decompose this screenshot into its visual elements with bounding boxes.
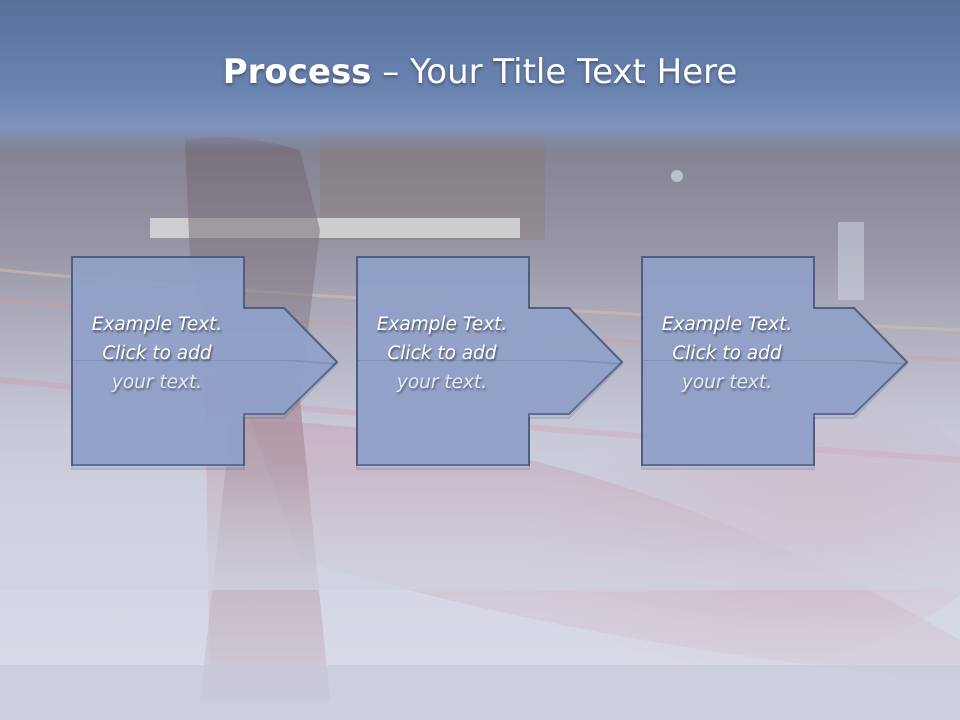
title-band <box>0 0 960 150</box>
step-box-arrow-shape <box>71 256 339 466</box>
reflection-fade <box>0 470 960 590</box>
step-2-reflection <box>356 360 625 470</box>
step-text-line-2: Click to add <box>102 343 212 364</box>
process-step-1[interactable]: Example Text. Click to add your text. <box>71 256 343 468</box>
step-box-arrow-shape <box>356 256 624 466</box>
step-text-line-3: your text. <box>647 368 807 397</box>
step-text-line-3: your text. <box>362 368 522 397</box>
step-3-reflection <box>641 360 910 470</box>
step-box-arrow-shape <box>641 256 909 466</box>
step-text[interactable]: Example Text. Click to add your text. <box>647 310 807 397</box>
step-1-reflection <box>71 360 340 470</box>
step-text[interactable]: Example Text. Click to add your text. <box>77 310 237 397</box>
title-bold-part: Process <box>222 52 372 92</box>
step-text-line-1: Example Text. <box>661 314 793 335</box>
slide-title[interactable]: Process – Your Title Text Here <box>0 52 960 92</box>
step-text[interactable]: Example Text. Click to add your text. <box>362 310 522 397</box>
step-text-line-1: Example Text. <box>91 314 223 335</box>
step-text-line-2: Click to add <box>672 343 782 364</box>
step-text-line-1: Example Text. <box>376 314 508 335</box>
step-text-line-2: Click to add <box>387 343 497 364</box>
process-step-3[interactable]: Example Text. Click to add your text. <box>641 256 913 468</box>
process-step-2[interactable]: Example Text. Click to add your text. <box>356 256 628 468</box>
title-rest-part: – Your Title Text Here <box>371 52 738 92</box>
step-text-line-3: your text. <box>77 368 237 397</box>
